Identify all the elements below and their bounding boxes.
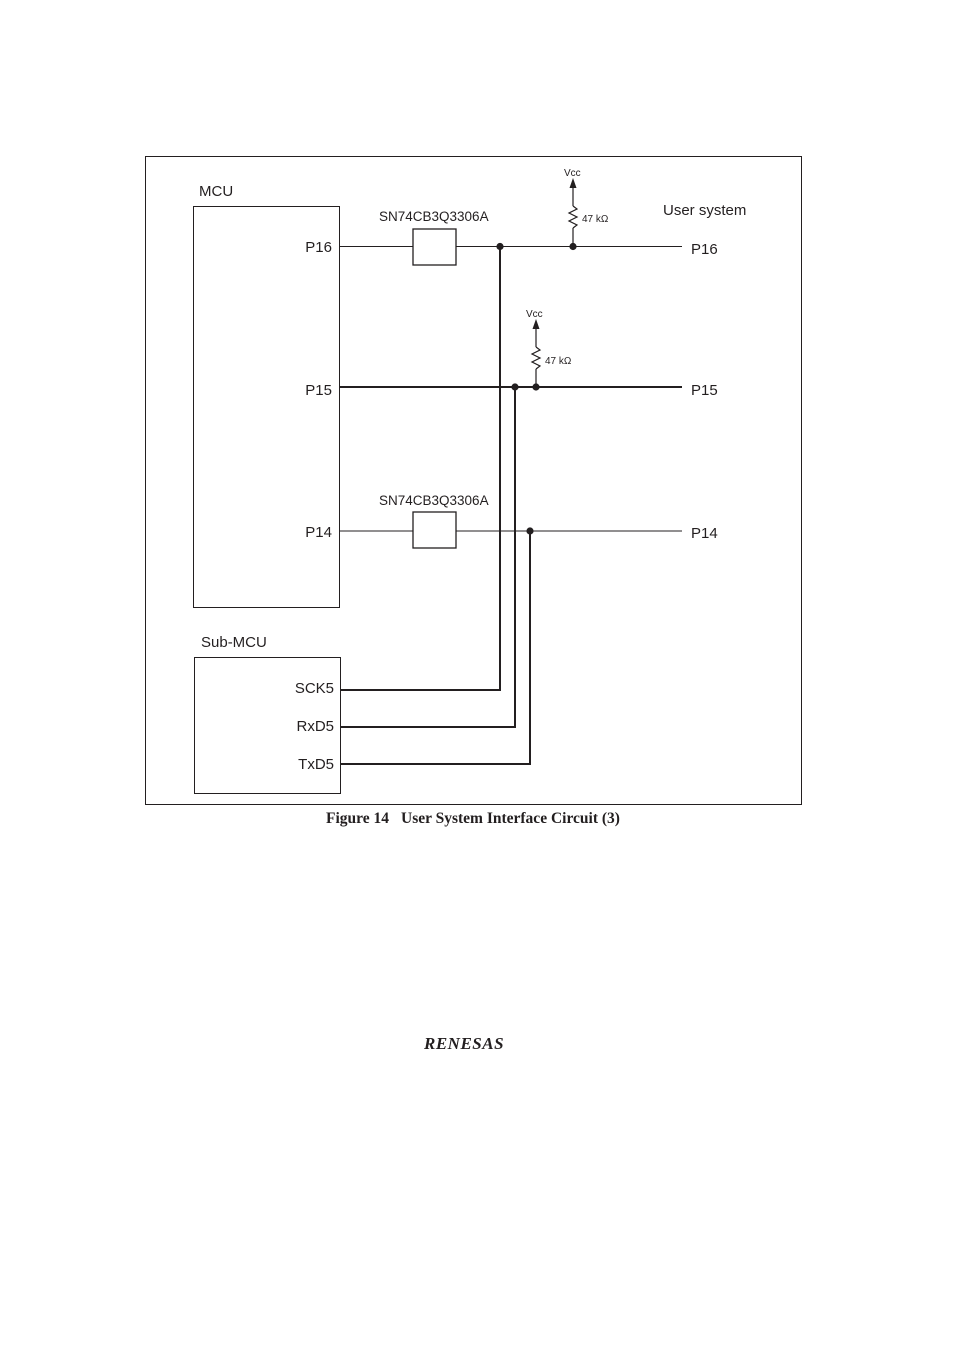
sub-mcu-pin-rxd5: RxD5 bbox=[296, 718, 334, 735]
resistor-label-p15: 47 kΩ bbox=[545, 356, 572, 367]
rxd5-wire bbox=[340, 387, 516, 728]
junction-txd5-p14 bbox=[526, 527, 534, 535]
user-system-label: User system bbox=[663, 202, 746, 219]
mcu-pin-p15: P15 bbox=[305, 382, 332, 399]
pullup-resistor-p16 bbox=[567, 187, 579, 247]
user-pin-p16: P16 bbox=[691, 241, 718, 258]
figure-number: Figure 14 bbox=[326, 810, 390, 827]
sub-mcu-label: Sub-MCU bbox=[201, 634, 267, 651]
buffer-top bbox=[412, 228, 457, 266]
junction-sck5-p16 bbox=[496, 242, 504, 251]
p16-net bbox=[340, 228, 682, 266]
mcu-pin-p14: P14 bbox=[305, 524, 332, 541]
buffer-top-label: SN74CB3Q3306A bbox=[379, 209, 489, 224]
pullup-resistor-p15 bbox=[530, 328, 542, 387]
buffer-bottom bbox=[412, 511, 457, 549]
sub-mcu-pin-txd5: TxD5 bbox=[298, 756, 334, 773]
p14-net bbox=[340, 511, 682, 549]
mcu-label: MCU bbox=[199, 183, 233, 200]
sub-mcu-block bbox=[194, 657, 341, 794]
mcu-block bbox=[193, 206, 340, 608]
user-pin-p15: P15 bbox=[691, 382, 718, 399]
buffer-bottom-label: SN74CB3Q3306A bbox=[379, 493, 489, 508]
figure-caption: Figure 14 User System Interface Circuit (… bbox=[0, 810, 946, 828]
figure-title: User System Interface Circuit (3) bbox=[401, 810, 620, 827]
sck5-wire bbox=[340, 246, 501, 691]
junction-rxd5-p15 bbox=[511, 383, 519, 391]
vcc-arrow-icon bbox=[569, 178, 577, 188]
txd5-wire bbox=[340, 531, 531, 765]
mcu-pin-p16: P16 bbox=[305, 239, 332, 256]
vcc-label-p15: Vcc bbox=[526, 309, 543, 320]
vcc-arrow-icon bbox=[532, 319, 540, 329]
user-pin-p14: P14 bbox=[691, 525, 718, 542]
vcc-label-p16: Vcc bbox=[564, 168, 581, 179]
sub-mcu-pin-sck5: SCK5 bbox=[295, 680, 334, 697]
renesas-logo: RENESAS bbox=[424, 1034, 505, 1053]
resistor-label-p16: 47 kΩ bbox=[582, 214, 609, 225]
diagram-frame bbox=[145, 156, 802, 805]
